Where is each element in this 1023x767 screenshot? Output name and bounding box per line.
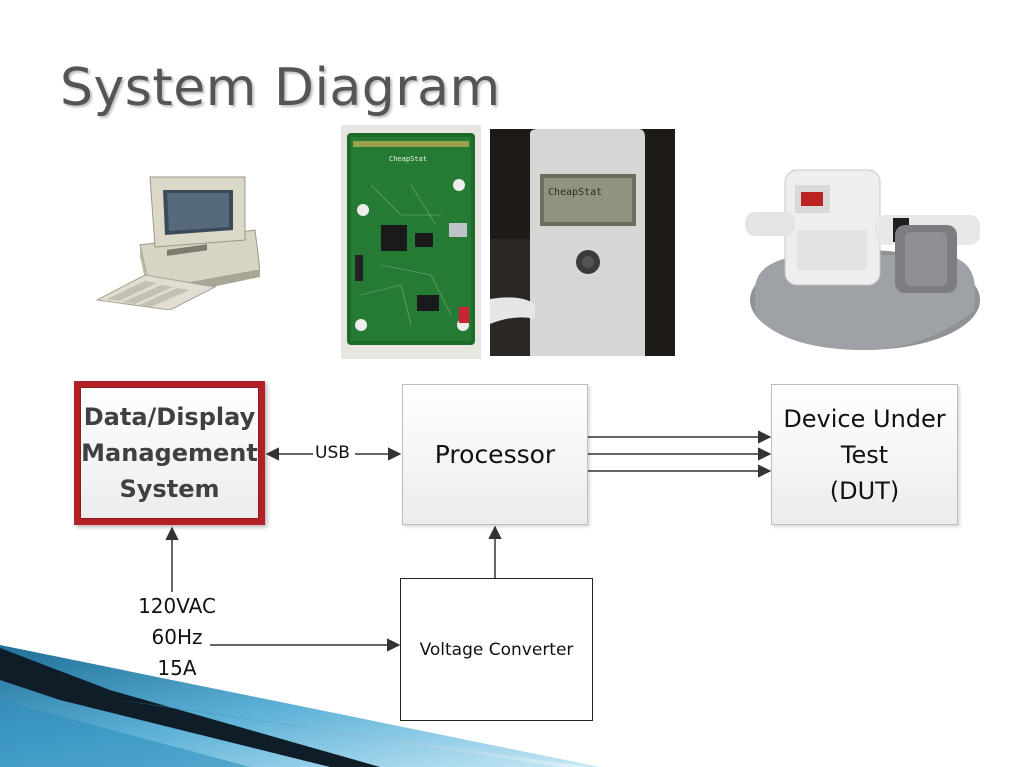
dut-line1: Device Under bbox=[783, 404, 946, 433]
dut-line3: (DUT) bbox=[829, 476, 900, 505]
device-photo: CheapStat bbox=[490, 129, 675, 356]
slide-title: System Diagram bbox=[60, 58, 501, 118]
voltage-converter-label: Voltage Converter bbox=[419, 639, 574, 660]
processor-label: Processor bbox=[434, 440, 556, 469]
device-under-test-block: Device Under Test (DUT) bbox=[771, 384, 958, 525]
pcb-label: CheapStat bbox=[389, 155, 427, 163]
power-current: 15A bbox=[157, 656, 197, 680]
dms-line3: System bbox=[119, 475, 220, 503]
power-frequency: 60Hz bbox=[151, 625, 203, 649]
dut-photo bbox=[745, 169, 980, 350]
computer-photo bbox=[95, 176, 260, 310]
voltage-converter-block: Voltage Converter bbox=[400, 578, 593, 721]
dms-line2: Management bbox=[81, 439, 258, 467]
dms-line1: Data/Display bbox=[83, 403, 256, 431]
pcb-photo: CheapStat bbox=[341, 125, 481, 359]
device-screen-label: CheapStat bbox=[548, 187, 602, 198]
data-display-management-system-block: Data/Display Management System bbox=[74, 381, 265, 525]
processor-block: Processor bbox=[402, 384, 588, 525]
usb-label: USB bbox=[314, 443, 351, 463]
power-voltage: 120VAC bbox=[138, 594, 216, 618]
power-input-label: 120VAC 60Hz 15A bbox=[118, 591, 236, 684]
dut-line2: Test bbox=[840, 440, 889, 469]
